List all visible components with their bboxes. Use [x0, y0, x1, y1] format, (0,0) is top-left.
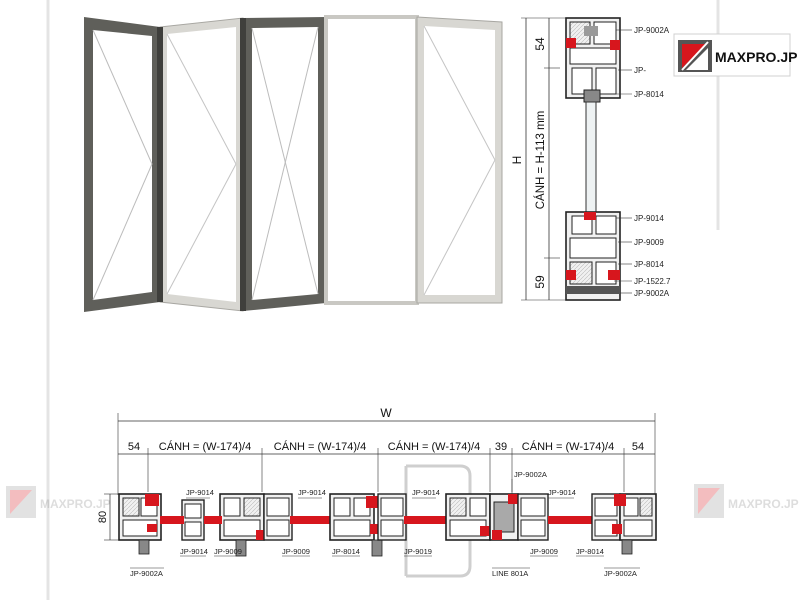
callout-label: JP-9002A: [634, 289, 670, 298]
section-profile: [118, 493, 162, 555]
dim-left: 54: [128, 441, 140, 453]
track-outline: [406, 464, 472, 500]
door-panel-4: [416, 16, 503, 304]
maxpro-logo: MAXPRO.JP: [673, 33, 797, 77]
callout-label: JP-9014: [548, 488, 576, 497]
dim-height: H: [510, 156, 524, 165]
watermark-text: MAXPRO.JP: [40, 497, 111, 511]
callout-label: LINE 801A: [492, 569, 528, 578]
glass-pane: [585, 101, 597, 215]
door-panel-1: [84, 17, 160, 312]
section-profile: [548, 493, 657, 555]
logo-text: MAXPRO.JP: [715, 49, 797, 65]
dim-39: 39: [495, 441, 507, 453]
callout-label: JP-8014: [634, 90, 664, 99]
profile-bank: [118, 493, 657, 557]
top-profile: [565, 17, 621, 103]
logo-mark: [678, 40, 712, 72]
dim-sash: CÁNH = H-113 mm: [534, 111, 547, 210]
watermark-left: MAXPRO.JP: [6, 486, 111, 518]
callout-label: JP-9009: [530, 547, 558, 556]
door-panel-2: [159, 17, 244, 312]
callout-label: JP-9014: [412, 488, 440, 497]
door-opening: [324, 15, 419, 305]
callout-label: JP-9002A: [634, 26, 670, 35]
callout-label: JP-1522.7: [634, 277, 671, 286]
hinge-strip: [240, 18, 246, 311]
callout-label: JP-9002A: [130, 569, 163, 578]
callout-label: JP-9002A: [514, 470, 547, 479]
callout-label: JP-9014: [298, 488, 326, 497]
bottom-profile: [565, 211, 621, 301]
section-profile: [263, 493, 383, 557]
watermark-text: MAXPRO.JP: [728, 497, 799, 511]
vertical-section: 54 59 H CÁNH = H-113 mm: [510, 17, 671, 301]
door-panel-3: [243, 17, 326, 311]
dim-sash-3: CÁNH = (W-174)/4: [388, 440, 480, 453]
hinge-strip: [157, 27, 163, 302]
top-callouts: JP-9014 JP-9014 JP-9014 JP-9002A JP-9014: [186, 470, 576, 499]
callout-label: JP-8014: [332, 547, 360, 556]
dim-sash-4: CÁNH = (W-174)/4: [522, 440, 614, 453]
dim-top: 54: [533, 37, 547, 51]
dim-80: 80: [97, 511, 109, 523]
callout-label: JP-: [634, 66, 646, 75]
callout-label: JP-9009: [282, 547, 310, 556]
bottom-callouts: JP-9002A JP-9014 JP-9009 JP-9009 JP-8014…: [130, 547, 640, 578]
folding-door-elevation: [84, 15, 503, 312]
callout-label: JP-9009: [634, 238, 664, 247]
dim-sash-2: CÁNH = (W-174)/4: [274, 440, 366, 453]
section-profile: [377, 493, 491, 541]
section-profile: [489, 493, 549, 541]
dim-total-width: W: [380, 406, 392, 420]
dim-right: 54: [632, 441, 644, 453]
dim-bottom: 59: [533, 275, 547, 289]
dim-sash-1: CÁNH = (W-174)/4: [159, 440, 251, 453]
callout-label: JP-9014: [634, 214, 664, 223]
callout-label: JP-8014: [576, 547, 604, 556]
callout-label: JP-9014: [186, 488, 214, 497]
callout-label: JP-9002A: [604, 569, 637, 578]
callout-label: JP-9019: [404, 547, 432, 556]
section-profile: [160, 493, 266, 557]
callout-label: JP-9014: [180, 547, 208, 556]
horizontal-section: W 54 CÁNH = (W-174)/4 CÁNH = (W-174)/4 C…: [97, 406, 657, 578]
vertical-callouts: JP-9002A JP- JP-8014 JP-9014 JP-9009 JP-…: [600, 26, 671, 298]
callout-label: JP-9009: [214, 547, 242, 556]
watermark-right: MAXPRO.JP: [694, 484, 799, 518]
track-outline: [406, 540, 472, 578]
callout-label: JP-8014: [634, 260, 664, 269]
